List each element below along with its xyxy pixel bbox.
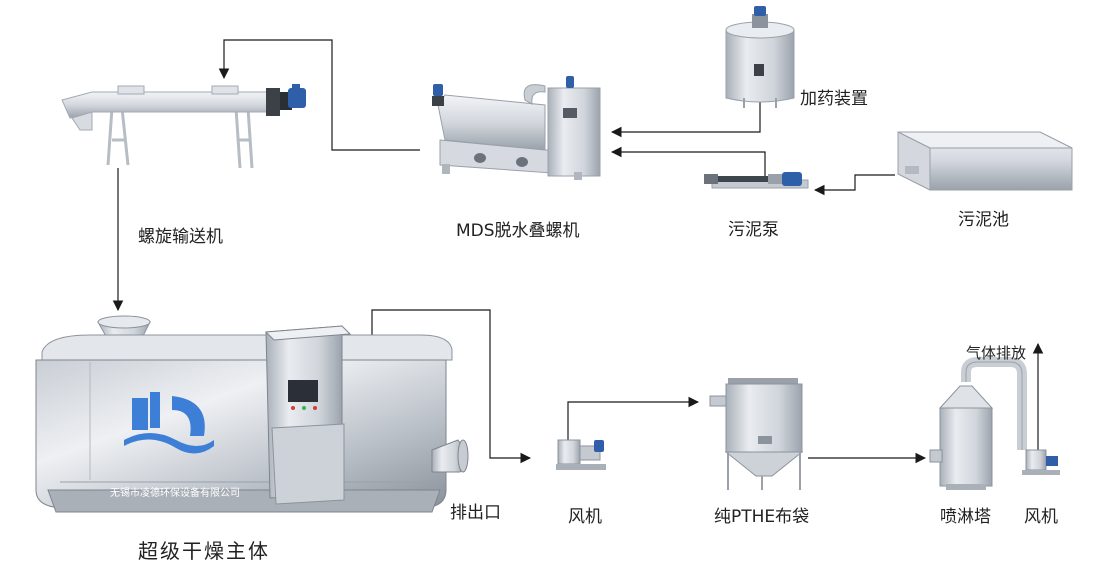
- dryer-company-name: 无锡市凌德环保设备有限公司: [110, 488, 240, 499]
- arrow-tank-to-pump: [813, 174, 895, 196]
- bag-filter: [709, 378, 804, 490]
- spray-tower: [929, 357, 1027, 490]
- label-spray-tower: 喷淋塔: [940, 507, 991, 527]
- fan-1: [556, 439, 606, 470]
- arrow-pump-to-mds: [610, 146, 766, 178]
- label-discharge-port: 排出口: [450, 503, 501, 523]
- dryer-main-body: [35, 315, 469, 513]
- mds-dewatering-machine: [432, 76, 601, 180]
- label-dryer-main-body: 超级干燥主体: [138, 539, 270, 563]
- dosing-device: [725, 6, 795, 108]
- sludge-pump: [704, 172, 809, 189]
- fan-2: [1022, 449, 1060, 475]
- arrow-fan-to-bag: [567, 396, 700, 440]
- label-screw-conveyor: 螺旋输送机: [138, 227, 223, 247]
- label-gas-exhaust: 气体排放: [966, 344, 1027, 362]
- label-fan-2: 风机: [1024, 507, 1058, 527]
- screw-conveyor: [61, 84, 306, 169]
- label-mds-dewatering: MDS脱水叠螺机: [456, 221, 580, 241]
- label-dosing-device: 加药装置: [800, 89, 868, 109]
- label-sludge-tank: 污泥池: [958, 210, 1009, 230]
- arrow-dosing-to-mds: [610, 100, 761, 138]
- label-bag-filter: 纯PTHE布袋: [714, 507, 810, 527]
- company-logo: [124, 392, 214, 454]
- arrow-dryer-to-discharge: [371, 309, 532, 464]
- sludge-tank: [897, 131, 1073, 191]
- label-sludge-pump: 污泥泵: [728, 220, 779, 240]
- flow-arrows: [112, 39, 1044, 464]
- arrow-mds-to-conveyor: [218, 39, 420, 151]
- label-fan-1: 风机: [568, 507, 602, 527]
